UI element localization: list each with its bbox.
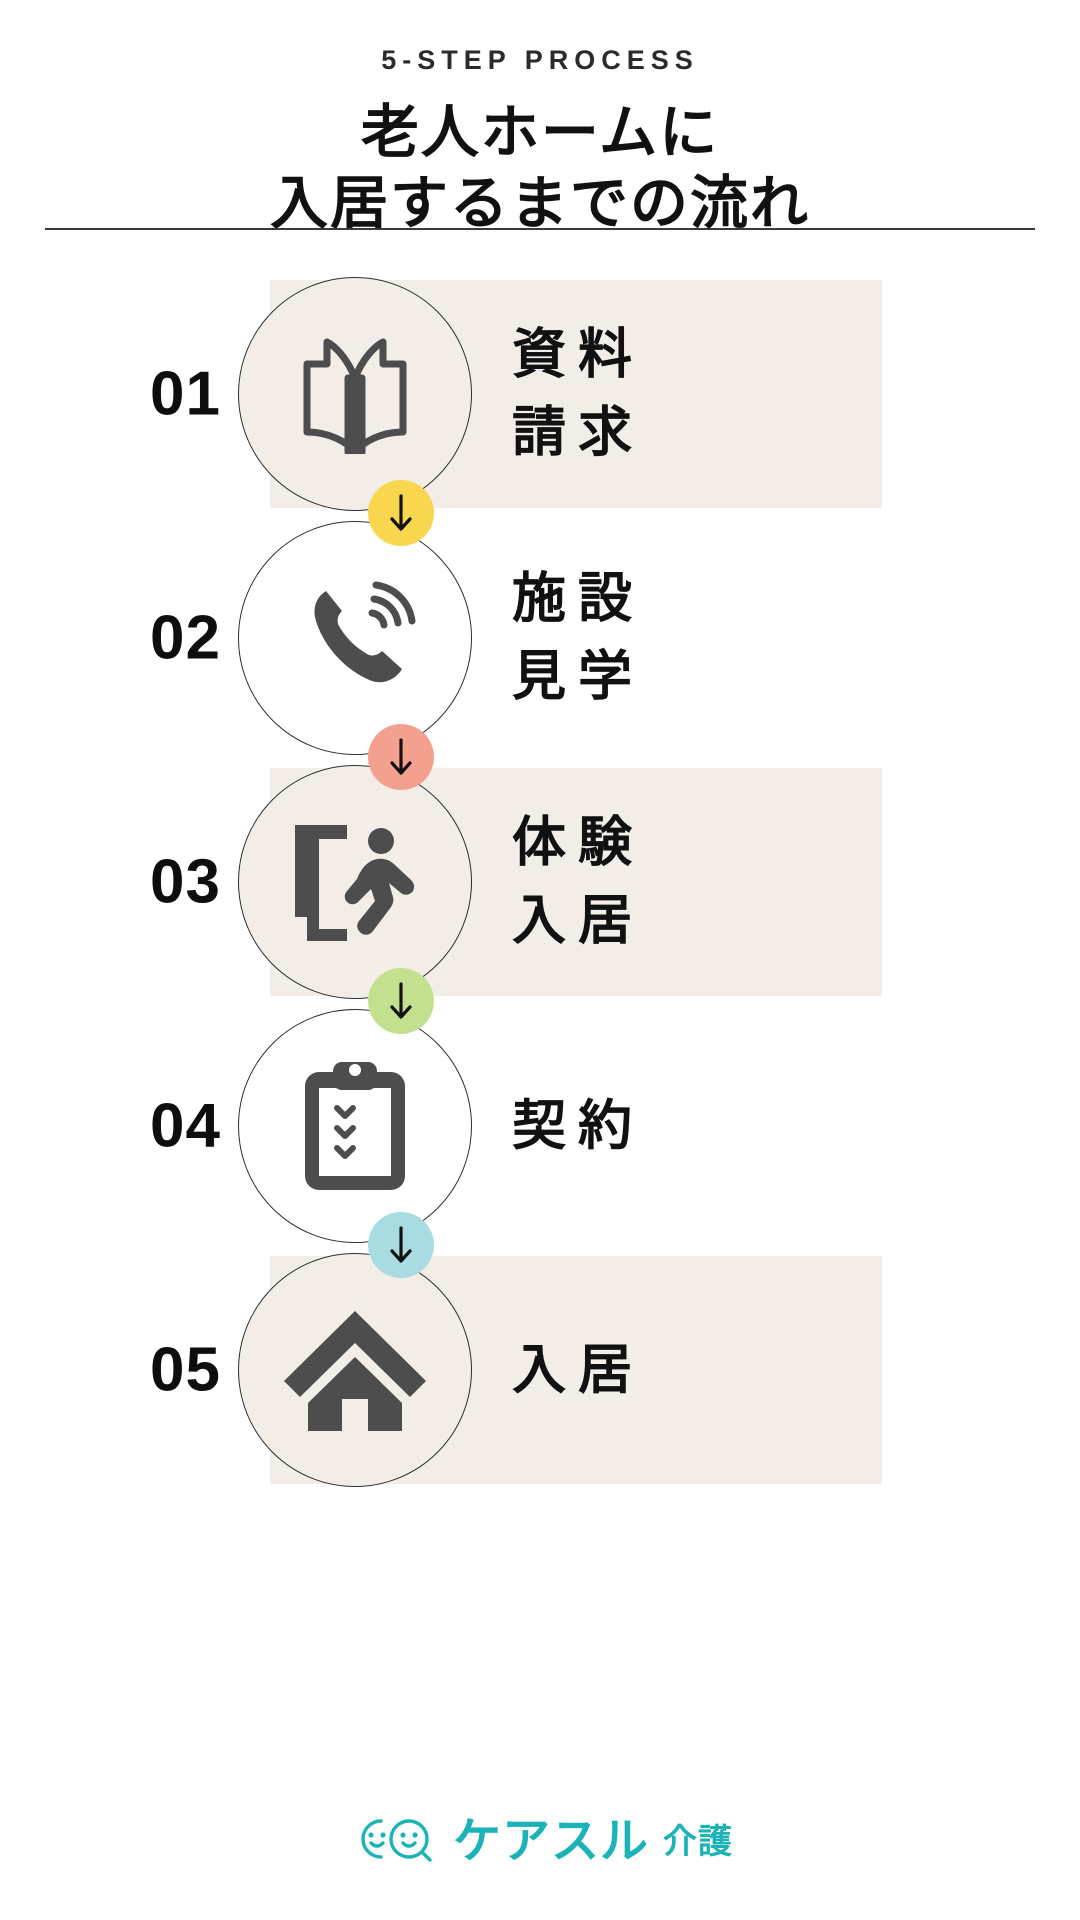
process-step: 02 施設 見学 [0, 516, 1080, 790]
arrow-down-icon [386, 493, 416, 533]
step-label-line-1: 資料 [512, 324, 644, 385]
step-label-line-1: 施設 [512, 568, 644, 629]
page-title: 老人ホームに 入居するまでの流れ [0, 98, 1080, 240]
step-icon-circle [238, 1009, 472, 1243]
arrow-down-icon [386, 1225, 416, 1265]
step-label-line-2: 入居 [512, 891, 644, 951]
step-number: 04 [150, 1091, 221, 1161]
step-connector-badge [368, 1212, 434, 1278]
step-label: 契約 [512, 1087, 852, 1165]
brand-logo: ケアスル 介護 [0, 1811, 1080, 1872]
step-connector-badge [368, 480, 434, 546]
step-connector-badge [368, 968, 434, 1034]
step-number: 05 [150, 1335, 221, 1405]
door-walking-person-icon [285, 817, 425, 947]
step-icon-circle [238, 521, 472, 755]
page-title-line-2: 入居するまでの流れ [269, 170, 810, 236]
process-step: 04 契約 [0, 1004, 1080, 1278]
step-icon-circle [238, 1253, 472, 1487]
step-icon-circle [238, 765, 472, 999]
page-title-line-1: 老人ホームに [360, 100, 720, 165]
step-label-line-2: 請求 [512, 403, 644, 463]
step-number: 01 [150, 359, 221, 429]
process-step: 05 入居 [0, 1248, 1080, 1492]
step-icon-circle [238, 277, 472, 511]
brand-name: ケアスル [452, 1814, 649, 1868]
house-icon [280, 1305, 430, 1435]
open-book-icon [285, 334, 425, 454]
arrow-down-icon [386, 737, 416, 777]
header-divider [45, 228, 1035, 230]
step-number: 03 [150, 847, 221, 917]
process-step: 03 体験 入居 [0, 760, 1080, 1034]
step-label: 資料 請求 [512, 316, 852, 473]
eyebrow-label: 5-STEP PROCESS [381, 45, 699, 75]
step-number: 02 [150, 603, 221, 673]
page-header: 5-STEP PROCESS 老人ホームに 入居するまでの流れ [0, 0, 1080, 240]
brand-suffix: 介護 [663, 1822, 733, 1861]
clipboard-checklist-icon [295, 1056, 415, 1196]
two-smiling-faces-icon [347, 1811, 443, 1872]
step-label: 施設 見学 [512, 560, 852, 717]
step-connector-badge [368, 724, 434, 790]
arrow-down-icon [386, 981, 416, 1021]
step-label: 体験 入居 [512, 804, 852, 961]
step-label-line-1: 入居 [512, 1339, 644, 1400]
process-step-list: 01 資料 請求 02 [0, 272, 1080, 1492]
step-label-line-2: 見学 [512, 647, 644, 707]
step-label-line-1: 契約 [512, 1095, 644, 1156]
ringing-phone-icon [290, 573, 420, 703]
step-label-line-1: 体験 [512, 812, 644, 873]
process-step: 01 資料 請求 [0, 272, 1080, 546]
step-label: 入居 [512, 1331, 852, 1409]
